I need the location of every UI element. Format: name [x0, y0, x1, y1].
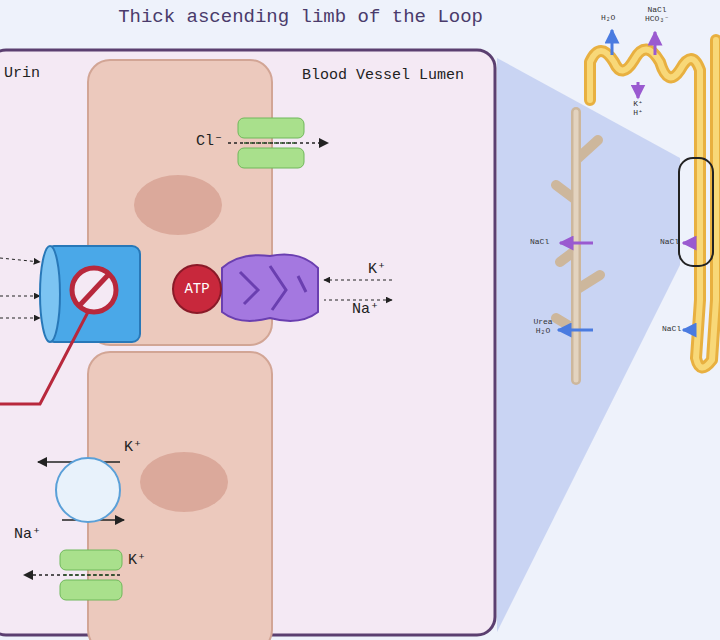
nucleus: [140, 452, 228, 512]
nephron-tubule: [590, 40, 716, 368]
nucleus: [134, 175, 222, 235]
nkcc-transporter: [0, 246, 140, 404]
ion-label: Cl⁻: [196, 134, 223, 151]
highlight-box: [679, 158, 713, 266]
energy-label: ATP: [184, 281, 209, 297]
panel-title: Thick ascending limb of the Loop: [118, 6, 495, 28]
ion-label: K⁺: [128, 553, 146, 570]
atp-circle: ATP: [172, 264, 222, 314]
ion-label: NaCl: [662, 325, 681, 334]
transport-arrows: [558, 30, 693, 330]
ion-label: K⁺: [368, 262, 386, 279]
ion-label: Na⁺: [14, 527, 41, 544]
ion-label: H₂O: [601, 14, 615, 23]
ion-label: Na⁺: [352, 302, 379, 319]
ion-label: K⁺: [124, 440, 142, 457]
panel: Thick ascending limb of the LoopATP: [0, 6, 495, 28]
na-k-pump: [222, 255, 392, 321]
cl-channel: [238, 118, 304, 168]
zoom-wedge: [497, 58, 680, 632]
ion-label: K⁺ H⁺: [628, 100, 648, 118]
ion-arrow: [228, 142, 328, 144]
k-channel: [24, 550, 122, 600]
ion-label: NaCl HCO₃⁻: [642, 6, 672, 24]
symporter: [56, 458, 120, 522]
ion-label: Urea H₂O: [530, 318, 556, 336]
region-label: Urin: [4, 66, 64, 83]
ion-label: NaCl: [530, 238, 549, 247]
region-label: Blood Vessel Lumen: [298, 68, 468, 85]
collecting-duct: [556, 112, 600, 380]
ion-label: NaCl: [660, 238, 679, 247]
